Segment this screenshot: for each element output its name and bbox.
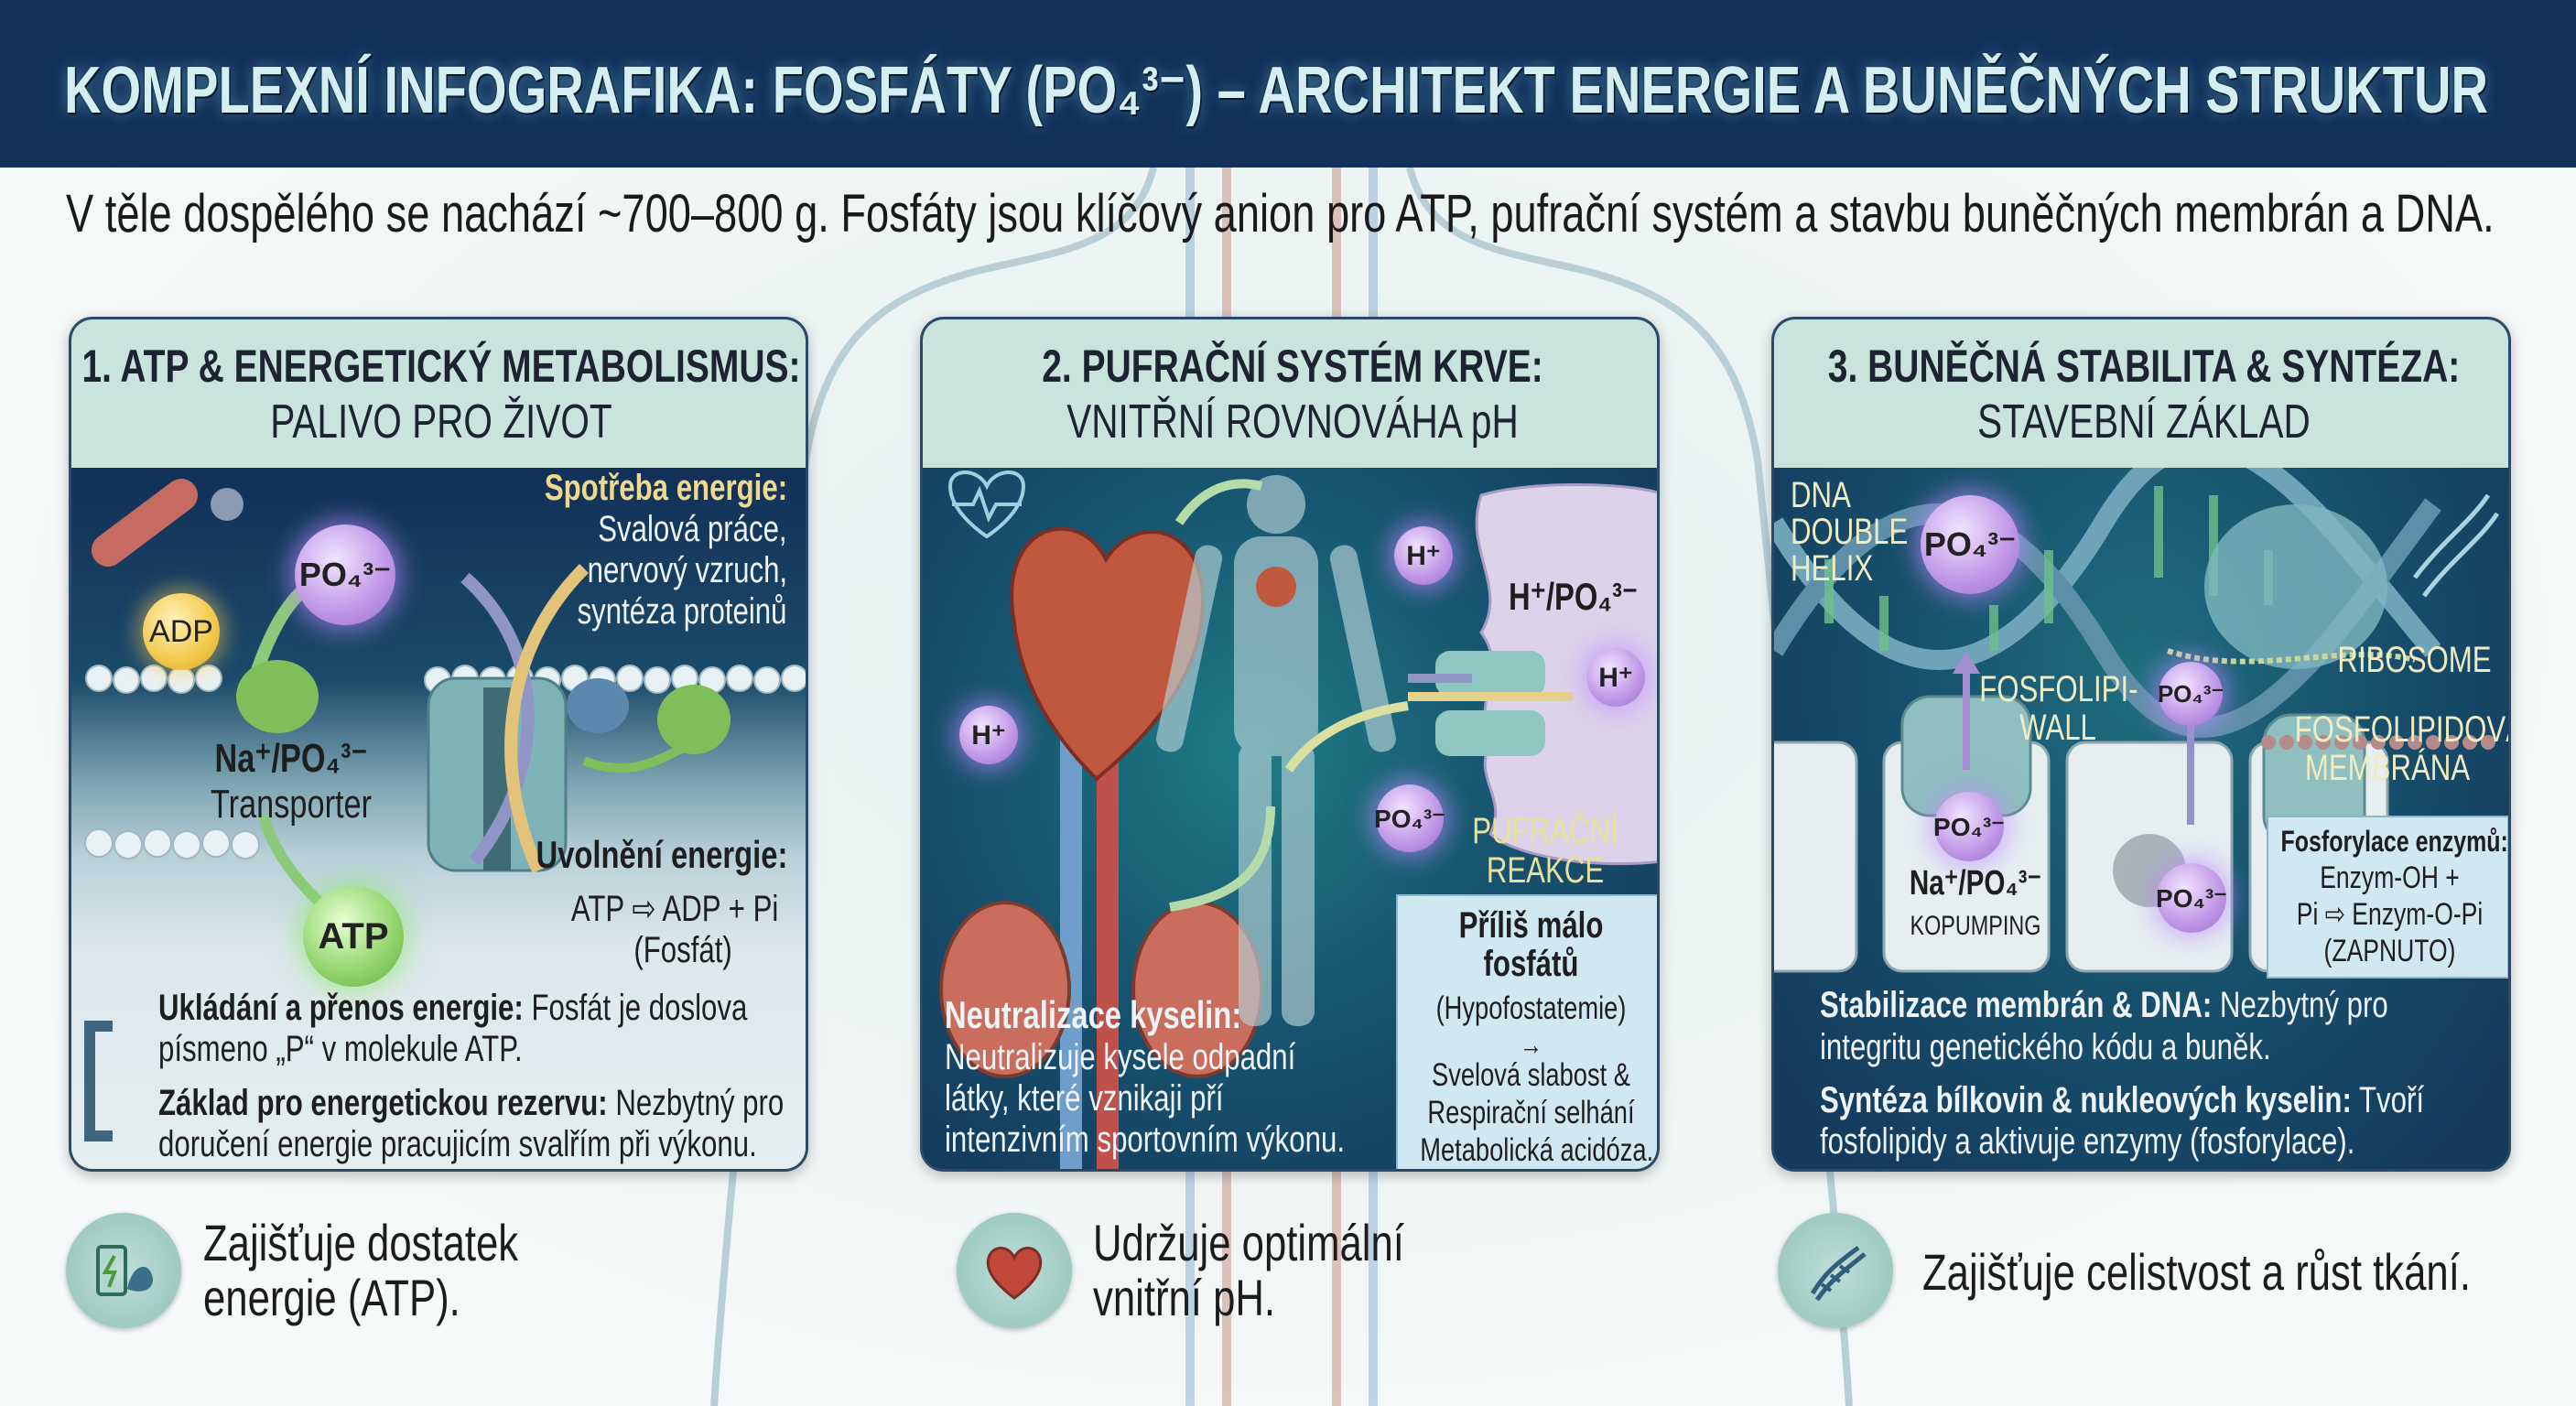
wall-label: WALL (2019, 708, 2096, 748)
storage-text: Ukládání a přenos energie: Fosfát je dos… (158, 988, 748, 1028)
adp-molecule: ADP (143, 593, 220, 670)
phosphate-ion: PO₄³⁻ (2158, 662, 2224, 726)
membrane-label: FOSFOLIPIDOVÁ (2294, 709, 2511, 750)
consumption-title: Spotřeba energie: (544, 468, 787, 508)
reserve-text: Základ pro energetickou rezervu: Nezbytn… (158, 1083, 785, 1123)
header-banner: KOMPLEXNÍ INFOGRAFIKA: FOSFÁTY (PO₄³⁻) –… (0, 0, 2576, 168)
panel-title: 1. ATP & ENERGETICKÝ METABOLISMUS: (81, 341, 801, 392)
arrow-icon: → (1520, 1028, 1542, 1061)
buffer-reaction-label: REAKCE (1486, 850, 1605, 891)
phosphorylation-line: (ZAPNUTO) (2323, 934, 2456, 968)
consumption-line: Svalová práce, (598, 509, 787, 549)
wall-label: FOSFOLIPI- (1979, 669, 2138, 709)
footer-text: vnitřní pH. (1093, 1269, 1276, 1326)
phosphorylation-line: Pi ⇨ Enzym-O-Pi (2296, 897, 2484, 932)
release-equation: ATP ⇨ ADP + Pi (570, 889, 778, 929)
dna-label: DOUBLE (1791, 512, 1909, 552)
phosphate-ion: PO₄³⁻ (1933, 792, 2005, 861)
muscle-icon (92, 479, 198, 567)
phosphate-ion: PO₄³⁻ (1921, 495, 2019, 594)
human-figure (1156, 475, 1396, 1026)
phosphate-ion: PO₄³⁻ (1374, 784, 1445, 852)
page-subtitle: V těle dospělého se nachází ~700–800 g. … (66, 184, 2495, 243)
transporter-label: Na⁺/PO₄³⁻ (214, 736, 368, 781)
atp-molecule: ATP (303, 886, 404, 987)
footer-text: Udržuje optimální (1093, 1214, 1404, 1271)
phosphate-ion: PO₄³⁻ (2156, 863, 2227, 933)
warning-effect: Svelová slabost & (1431, 1057, 1631, 1093)
panel-title: 2. PUFRAČNÍ SYSTÉM KRVE: (1042, 341, 1543, 392)
stabilization-text: integritu genetického kódu a buněk. (1820, 1027, 2271, 1067)
panel-header: 1. ATP & ENERGETICKÝ METABOLISMUS: PALIV… (71, 319, 806, 468)
dna-corner-icon (2413, 493, 2500, 598)
panel-body: ADP PO₄³⁻ ATP Spotřeba energie: Svalová … (71, 468, 806, 1169)
panel-buffer: 2. PUFRAČNÍ SYSTÉM KRVE: VNITŘNÍ ROVNOVÁ… (920, 317, 1660, 1172)
neutralization-text: látky, které vznikaji pří (945, 1078, 1224, 1119)
transporter-label: Transporter (210, 782, 373, 827)
release-title: Uvolnění energie: (536, 833, 787, 876)
release-note: (Fosfát) (633, 930, 732, 970)
hydrogen-ion: H⁺ (1586, 648, 1645, 707)
neutralization-text: Neutralizuje kysele odpadní (945, 1037, 1296, 1077)
heart-rate-icon (947, 470, 1026, 539)
neutralization-title: Neutralizace kyselin: (945, 993, 1242, 1036)
panel-title: 3. BUNĚČNÁ STABILITA & SYNTÉZA: (1827, 341, 2461, 392)
circulation-illustration (939, 470, 1657, 1169)
heart-icon (957, 1213, 1072, 1328)
panel-header: 2. PUFRAČNÍ SYSTÉM KRVE: VNITŘNÍ ROVNOVÁ… (923, 319, 1657, 468)
hydrogen-ion: H⁺ (959, 706, 1018, 764)
synthesis-text: Syntéza bílkovin & nukleových kyselin: T… (1820, 1080, 2425, 1120)
dna-label: HELIX (1791, 548, 1874, 589)
cotransport-label: KOPUMPING (1910, 911, 2041, 941)
warning-title: fosfátů (1483, 944, 1579, 984)
panel-body: H⁺ H⁺ H⁺ H⁺/PO₄³⁻ PO₄³⁻ PUFRAČNÍ REAKCE … (923, 468, 1657, 1169)
cotransport-label: Na⁺/PO₄³⁻ (1909, 864, 2042, 903)
warning-title: Příliš málo (1458, 905, 1604, 946)
footer-text: energie (ATP). (203, 1269, 460, 1326)
panel-body: DNA DOUBLE HELIX PO₄³⁻ RIBOSOME FOSFOLIP… (1774, 468, 2511, 1169)
neuron-icon (211, 488, 244, 521)
phosphate-ion: PO₄³⁻ (295, 525, 395, 625)
panel-subtitle: PALIVO PRO ŽIVOT (270, 395, 612, 449)
enzyme-green (236, 660, 319, 733)
storage-text: písmeno „P“ v molekule ATP. (158, 1029, 523, 1069)
phosphorylation-box: Fosforylace enzymů: Enzym-OH + Pi ⇨ Enzy… (2267, 816, 2508, 979)
warning-effect: Respirační selhání (1427, 1095, 1635, 1130)
buffer-reaction-label: PUFRAČNÍ (1472, 811, 1618, 851)
phosphorylation-line: Enzym-OH + (2320, 860, 2460, 895)
consumption-line: nervový vzruch, (587, 550, 787, 590)
page-title: KOMPLEXNÍ INFOGRAFIKA: FOSFÁTY (PO₄³⁻) –… (64, 54, 2489, 127)
warning-effect: Metabolická acidóza. (1420, 1132, 1654, 1168)
membrane-label: MEMBRÁNA (2304, 748, 2471, 788)
hydrogen-ion: H⁺ (1394, 526, 1453, 585)
footer-text: Zajišťuje dostatek (203, 1214, 519, 1271)
stabilization-text: Stabilizace membrán & DNA: Nezbytný pro (1820, 985, 2388, 1025)
ribosome-label: RIBOSOME (2337, 640, 2492, 680)
cell-shape (1475, 482, 1657, 866)
phosphorylation-title: Fosforylace enzymů: (2280, 825, 2508, 858)
synthesis-text: fosfolipidy a aktivuje enzymy (fosforyla… (1820, 1121, 2355, 1162)
panel-subtitle: VNITŘNÍ ROVNOVÁHA pH (1066, 395, 1519, 449)
ribosome-illustration (2204, 504, 2387, 669)
kidney-left (939, 901, 1071, 1078)
bracket-arrow-icon (84, 1021, 113, 1141)
dna-icon (1778, 1213, 1893, 1328)
membrane-illustration (84, 479, 806, 1141)
neutralization-text: intenzivním sportovním výkonu. (945, 1119, 1345, 1160)
dna-label: DNA (1791, 475, 1851, 515)
panel-subtitle: STAVEBNÍ ZÁKLAD (1977, 395, 2311, 449)
consumption-line: syntéza proteinů (578, 591, 787, 632)
hypophosphatemia-box: Příliš málo fosfátů (Hypofostatemie) → S… (1396, 894, 1657, 1169)
h-po4-label: H⁺/PO₄³⁻ (1509, 575, 1639, 618)
warning-subtitle: (Hypofostatemie) (1435, 990, 1627, 1026)
battery-muscle-icon (66, 1213, 181, 1328)
reserve-text: doručení energie pracujicím svalřím při … (158, 1124, 757, 1164)
panel-atp: 1. ATP & ENERGETICKÝ METABOLISMUS: PALIV… (69, 317, 808, 1172)
panel-cell-stability: 3. BUNĚČNÁ STABILITA & SYNTÉZA: STAVEBNÍ… (1771, 317, 2511, 1172)
panel-header: 3. BUNĚČNÁ STABILITA & SYNTÉZA: STAVEBNÍ… (1774, 319, 2508, 468)
footer-text: Zajišťuje celistvost a růst tkání. (1922, 1243, 2472, 1301)
